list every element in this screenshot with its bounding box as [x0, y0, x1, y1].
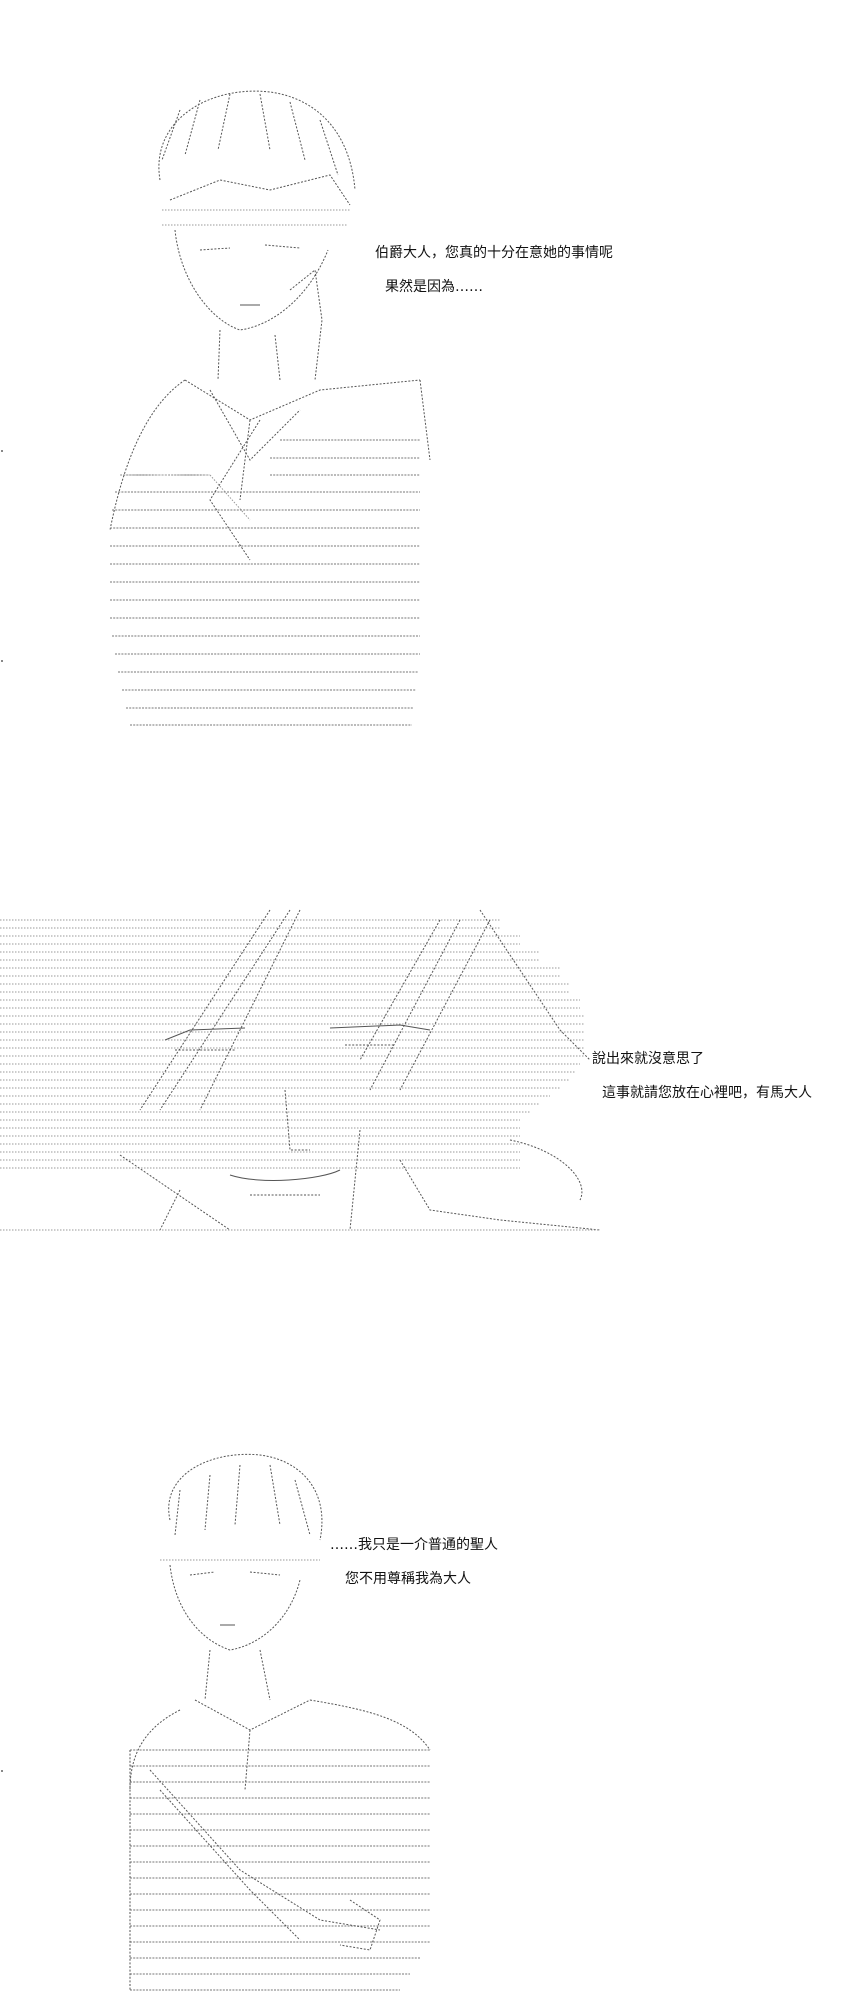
margin-dot	[1, 450, 3, 452]
dialogue-line-2: 果然是因為……	[385, 279, 483, 295]
dialogue-line-1: 說出來就沒意思了	[592, 1051, 704, 1067]
panel-1-character-art	[109, 90, 431, 726]
margin-dot	[1, 1770, 3, 1772]
panel-2-closeup-art	[0, 909, 601, 1231]
panel-2: 說出來就沒意思了 這事就請您放在心裡吧，有馬大人	[0, 900, 859, 1280]
dialogue-line-1: 伯爵大人，您真的十分在意她的事情呢	[375, 245, 613, 261]
margin-dot	[1, 660, 3, 662]
panel-3: ……我只是一介普通的聖人 您不用尊稱我為大人	[0, 1440, 859, 2000]
panel-1: 伯爵大人，您真的十分在意她的事情呢 果然是因為……	[0, 0, 859, 760]
panel-3-character-art	[129, 1453, 431, 1991]
dialogue-line-1: ……我只是一介普通的聖人	[330, 1537, 498, 1553]
dialogue-line-2: 您不用尊稱我為大人	[345, 1571, 471, 1587]
dialogue-line-2: 這事就請您放在心裡吧，有馬大人	[602, 1085, 812, 1101]
